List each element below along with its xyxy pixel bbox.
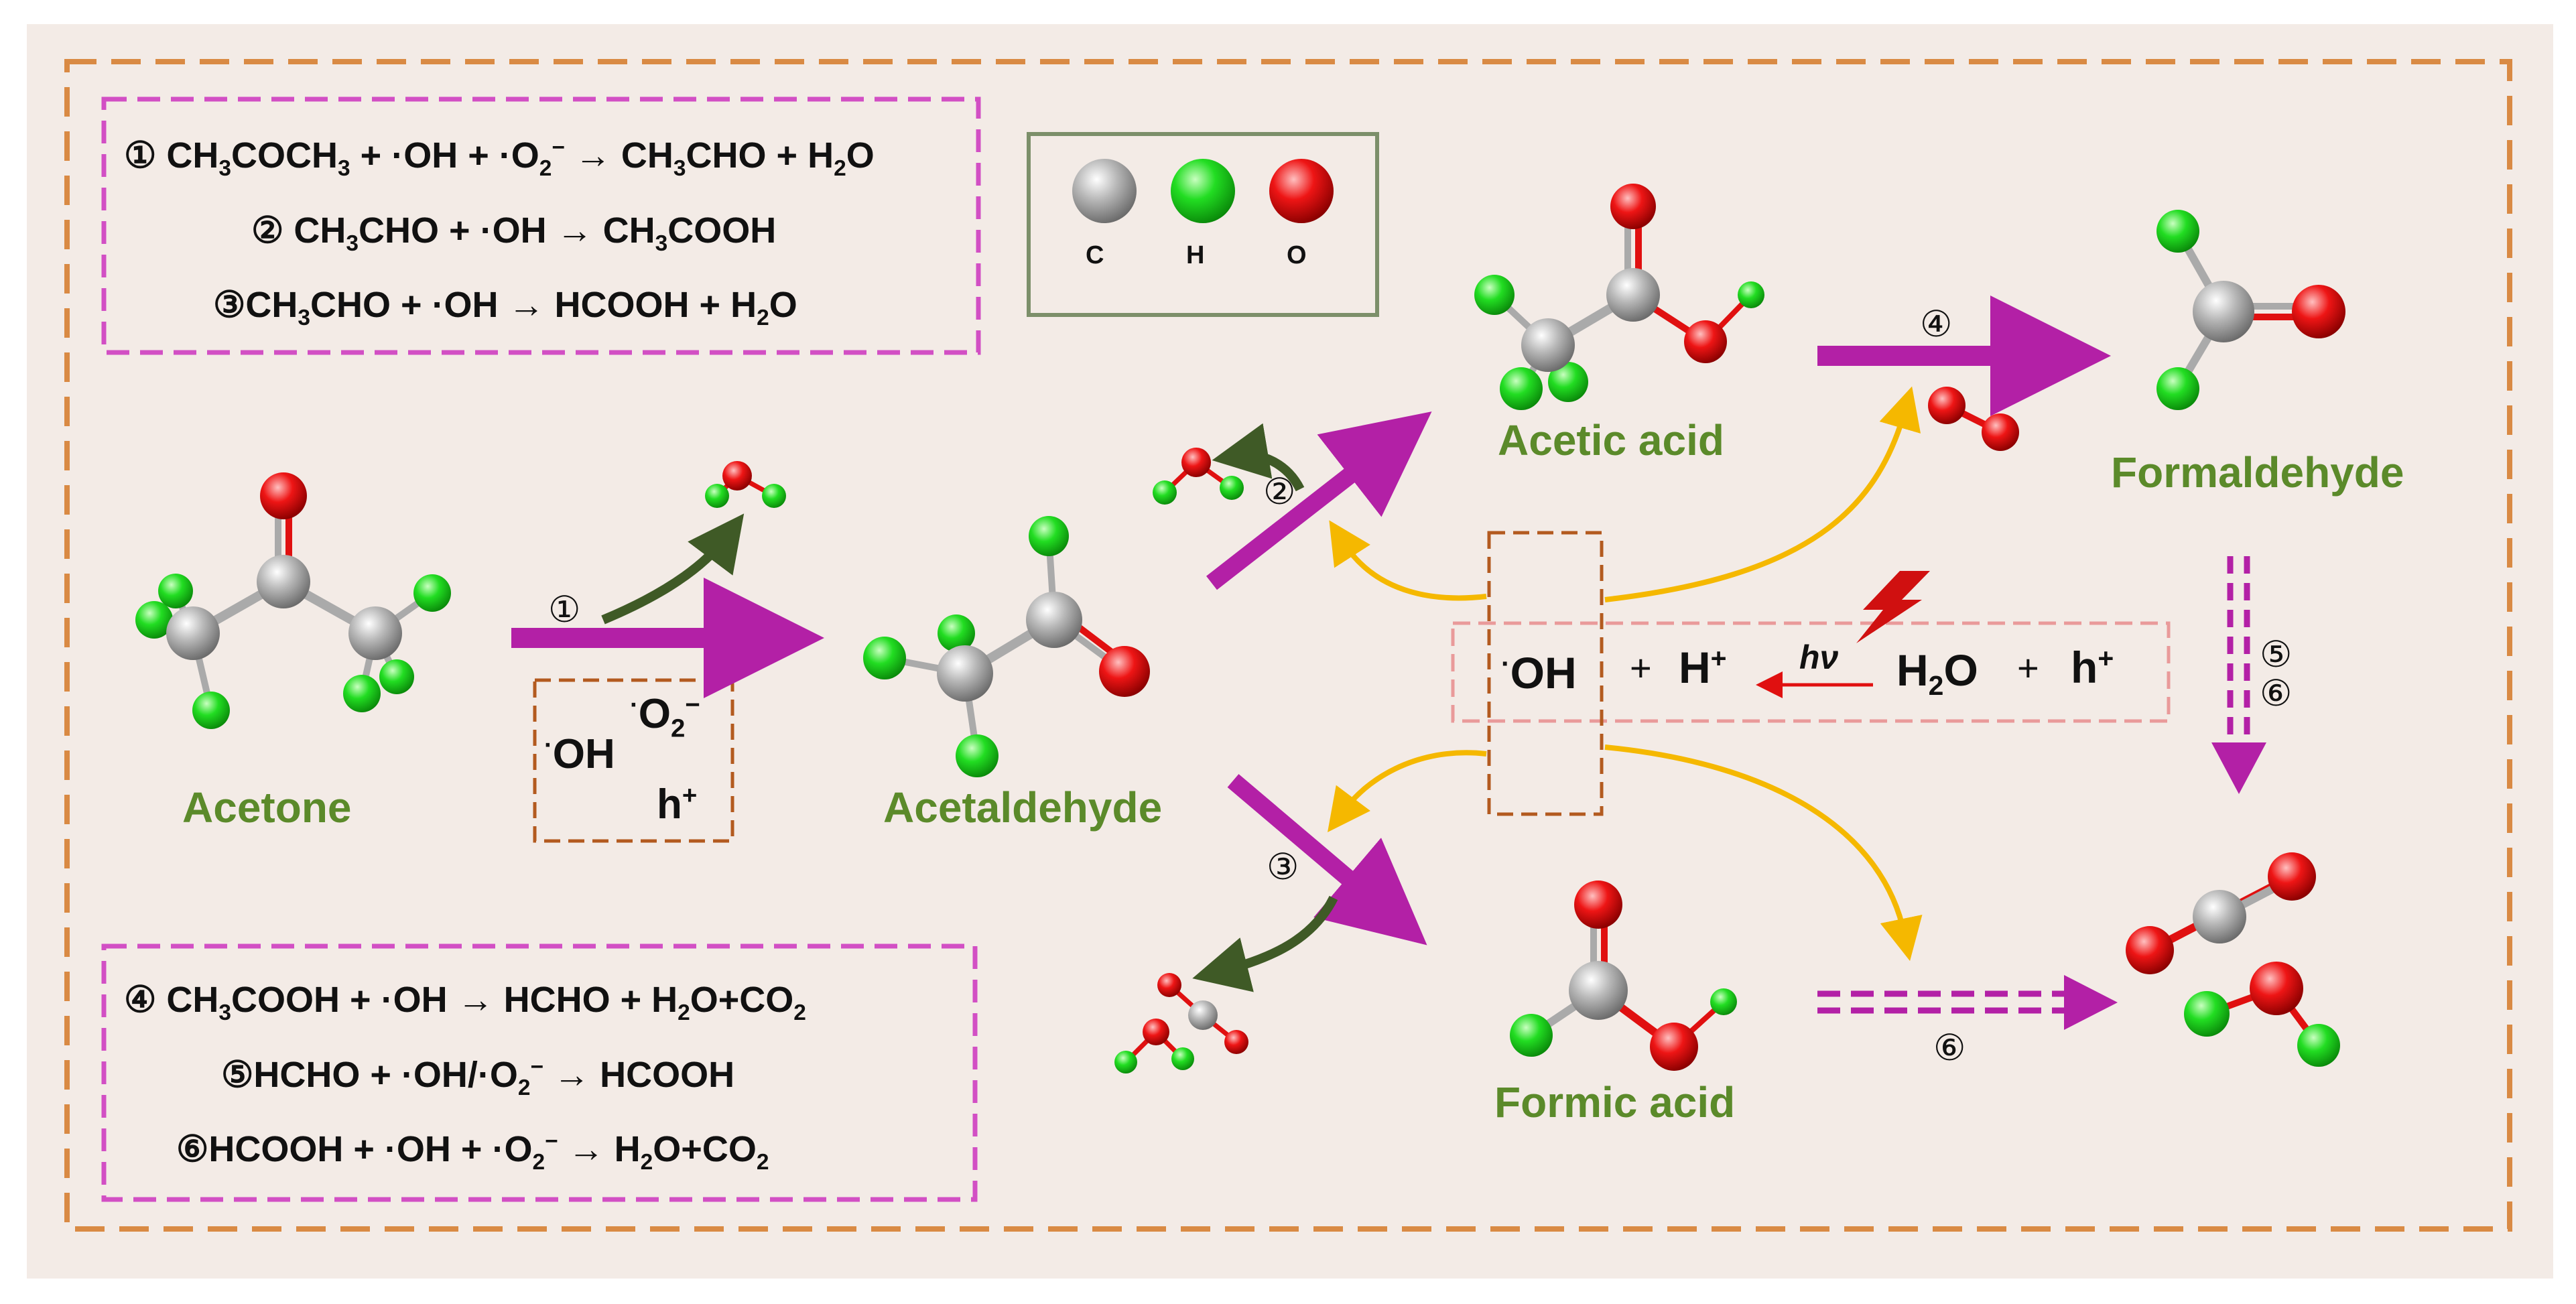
co2-molecule	[2126, 852, 2316, 974]
byproduct-molecule-step3	[1114, 973, 1248, 1073]
water-release-arrow-1	[601, 513, 745, 625]
legend-oxygen-atom	[1269, 159, 1334, 223]
arrow-step-2	[1206, 411, 1432, 590]
arrow-step-5-head	[2211, 742, 2266, 794]
legend-carbon-atom	[1072, 159, 1137, 223]
oh-arrow-to-step4	[1604, 386, 1921, 602]
oxygen-molecule-byproduct	[1928, 387, 2019, 451]
equation-box-top	[101, 96, 981, 355]
water-release-arrow-2	[1212, 423, 1305, 492]
water-molecule-byproduct-2	[1153, 448, 1244, 505]
photocatalysis-box	[1451, 621, 2171, 723]
acetaldehyde-molecule	[863, 516, 1150, 777]
oh-arrow-to-step6	[1604, 744, 1923, 962]
outer-frame	[64, 59, 2512, 1232]
atom-legend-box	[1027, 132, 1379, 317]
background-panel	[27, 24, 2553, 1279]
water-molecule-byproduct-1	[705, 461, 786, 508]
arrow-step-3	[1227, 774, 1427, 946]
arrow-step-6-head	[2064, 975, 2118, 1030]
oh-source-box	[1487, 531, 1604, 816]
formic-acid-molecule	[1510, 881, 1737, 1071]
legend-hydrogen-atom	[1171, 159, 1235, 223]
radicals-box	[533, 678, 734, 843]
formaldehyde-molecule	[2156, 210, 2345, 410]
lightning-icon	[1856, 571, 1930, 643]
oh-arrow-to-step3	[1327, 750, 1487, 832]
water-molecule-product	[2184, 962, 2340, 1067]
equation-box-bottom	[101, 943, 978, 1202]
acetic-acid-molecule	[1474, 184, 1764, 410]
acetone-molecule	[135, 472, 451, 729]
byproduct-release-arrow-3	[1192, 895, 1338, 992]
oh-arrow-to-step2	[1329, 520, 1487, 601]
